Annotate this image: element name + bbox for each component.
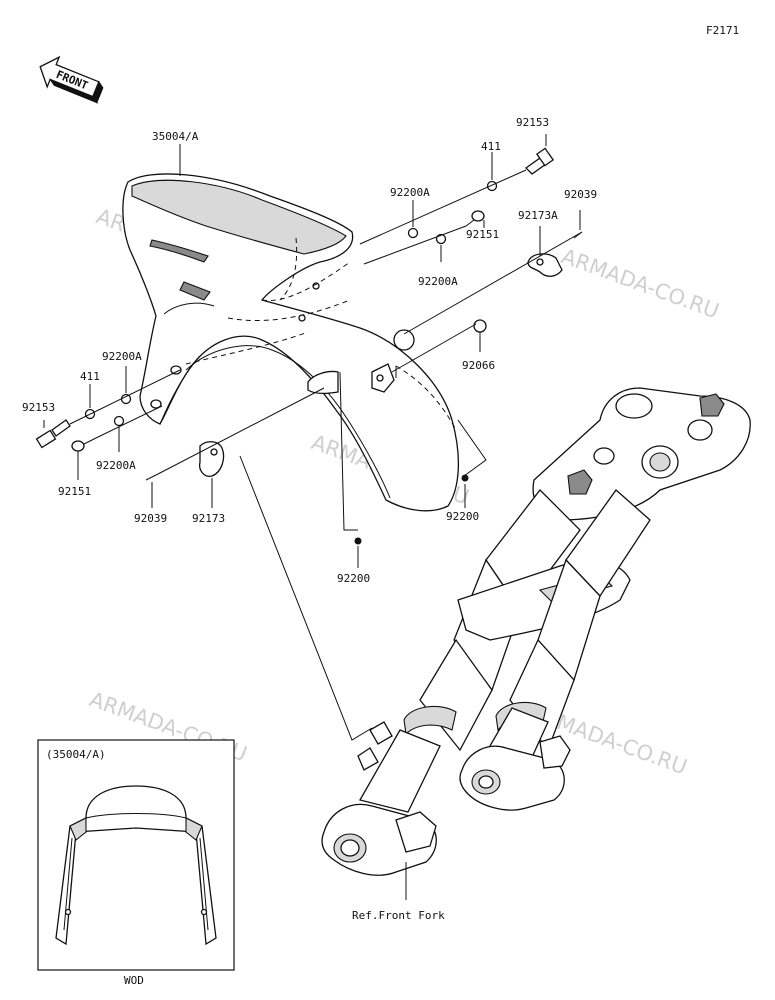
callout-ref-front-fork: Ref.Front Fork <box>352 909 445 922</box>
callout-92200-bottom: 92200 <box>337 572 370 585</box>
callout-35004a: 35004/A <box>152 130 199 143</box>
fender-fork-leaders <box>239 371 487 741</box>
callout-92039-right: 92039 <box>564 188 597 201</box>
bolt-92153-right-icon <box>524 147 555 175</box>
left-leaders <box>43 366 325 508</box>
bolt-92151-left-icon <box>71 437 97 452</box>
callout-411-left: 411 <box>80 370 100 383</box>
callout-92173-left: 92173 <box>192 512 225 525</box>
front-fork-assembly <box>321 387 751 876</box>
callout-92200-right: 92200 <box>446 510 479 523</box>
fender-grommet-left <box>307 370 339 394</box>
callout-92151-left: 92151 <box>58 485 91 498</box>
callout-92173a-right: 92173A <box>518 209 558 222</box>
front-arrow-icon: FRONT <box>39 55 104 104</box>
bolt-92153-left-icon <box>35 419 71 449</box>
inset-caption: WOD <box>124 974 144 987</box>
washer-92200a-left-upper-icon <box>120 393 132 405</box>
fender-clip-92066-area <box>371 319 487 393</box>
callout-411-right: 411 <box>481 140 501 153</box>
watermark-2: ARMADA-CO.RU <box>558 244 722 323</box>
washer-92200a-right-upper-icon <box>407 227 419 239</box>
callout-92153-left: 92153 <box>22 401 55 414</box>
callout-92200a-right-top: 92200A <box>390 186 430 199</box>
clamp-92173-left-icon <box>198 441 225 477</box>
figure-code: F2171 <box>706 24 739 37</box>
clamp-92173a-right-icon <box>527 253 563 277</box>
callout-92151-right: 92151 <box>466 228 499 241</box>
front-fender <box>122 173 460 512</box>
callout-92200a-left-top: 92200A <box>102 350 142 363</box>
right-leaders <box>359 134 583 378</box>
bolt-92151-right-icon <box>465 210 485 227</box>
tie-92039-left-icon <box>145 473 159 481</box>
callout-92200a-left-bottom: 92200A <box>96 459 136 472</box>
callout-labels: 35004/A 411 92153 92200A 92151 92200A 92… <box>22 116 597 922</box>
inset-wod-variant: (35004/A) WOD <box>37 739 235 987</box>
callout-92200a-right-bottom: 92200A <box>418 275 458 288</box>
callout-92039-left: 92039 <box>134 512 167 525</box>
washer-411-right-icon <box>486 180 498 192</box>
washer-92200a-right-lower-icon <box>435 233 447 245</box>
callout-92066-right: 92066 <box>462 359 495 372</box>
inset-title: (35004/A) <box>46 748 106 761</box>
washer-92200a-left-lower-icon <box>113 415 125 427</box>
callout-92153-right: 92153 <box>516 116 549 129</box>
